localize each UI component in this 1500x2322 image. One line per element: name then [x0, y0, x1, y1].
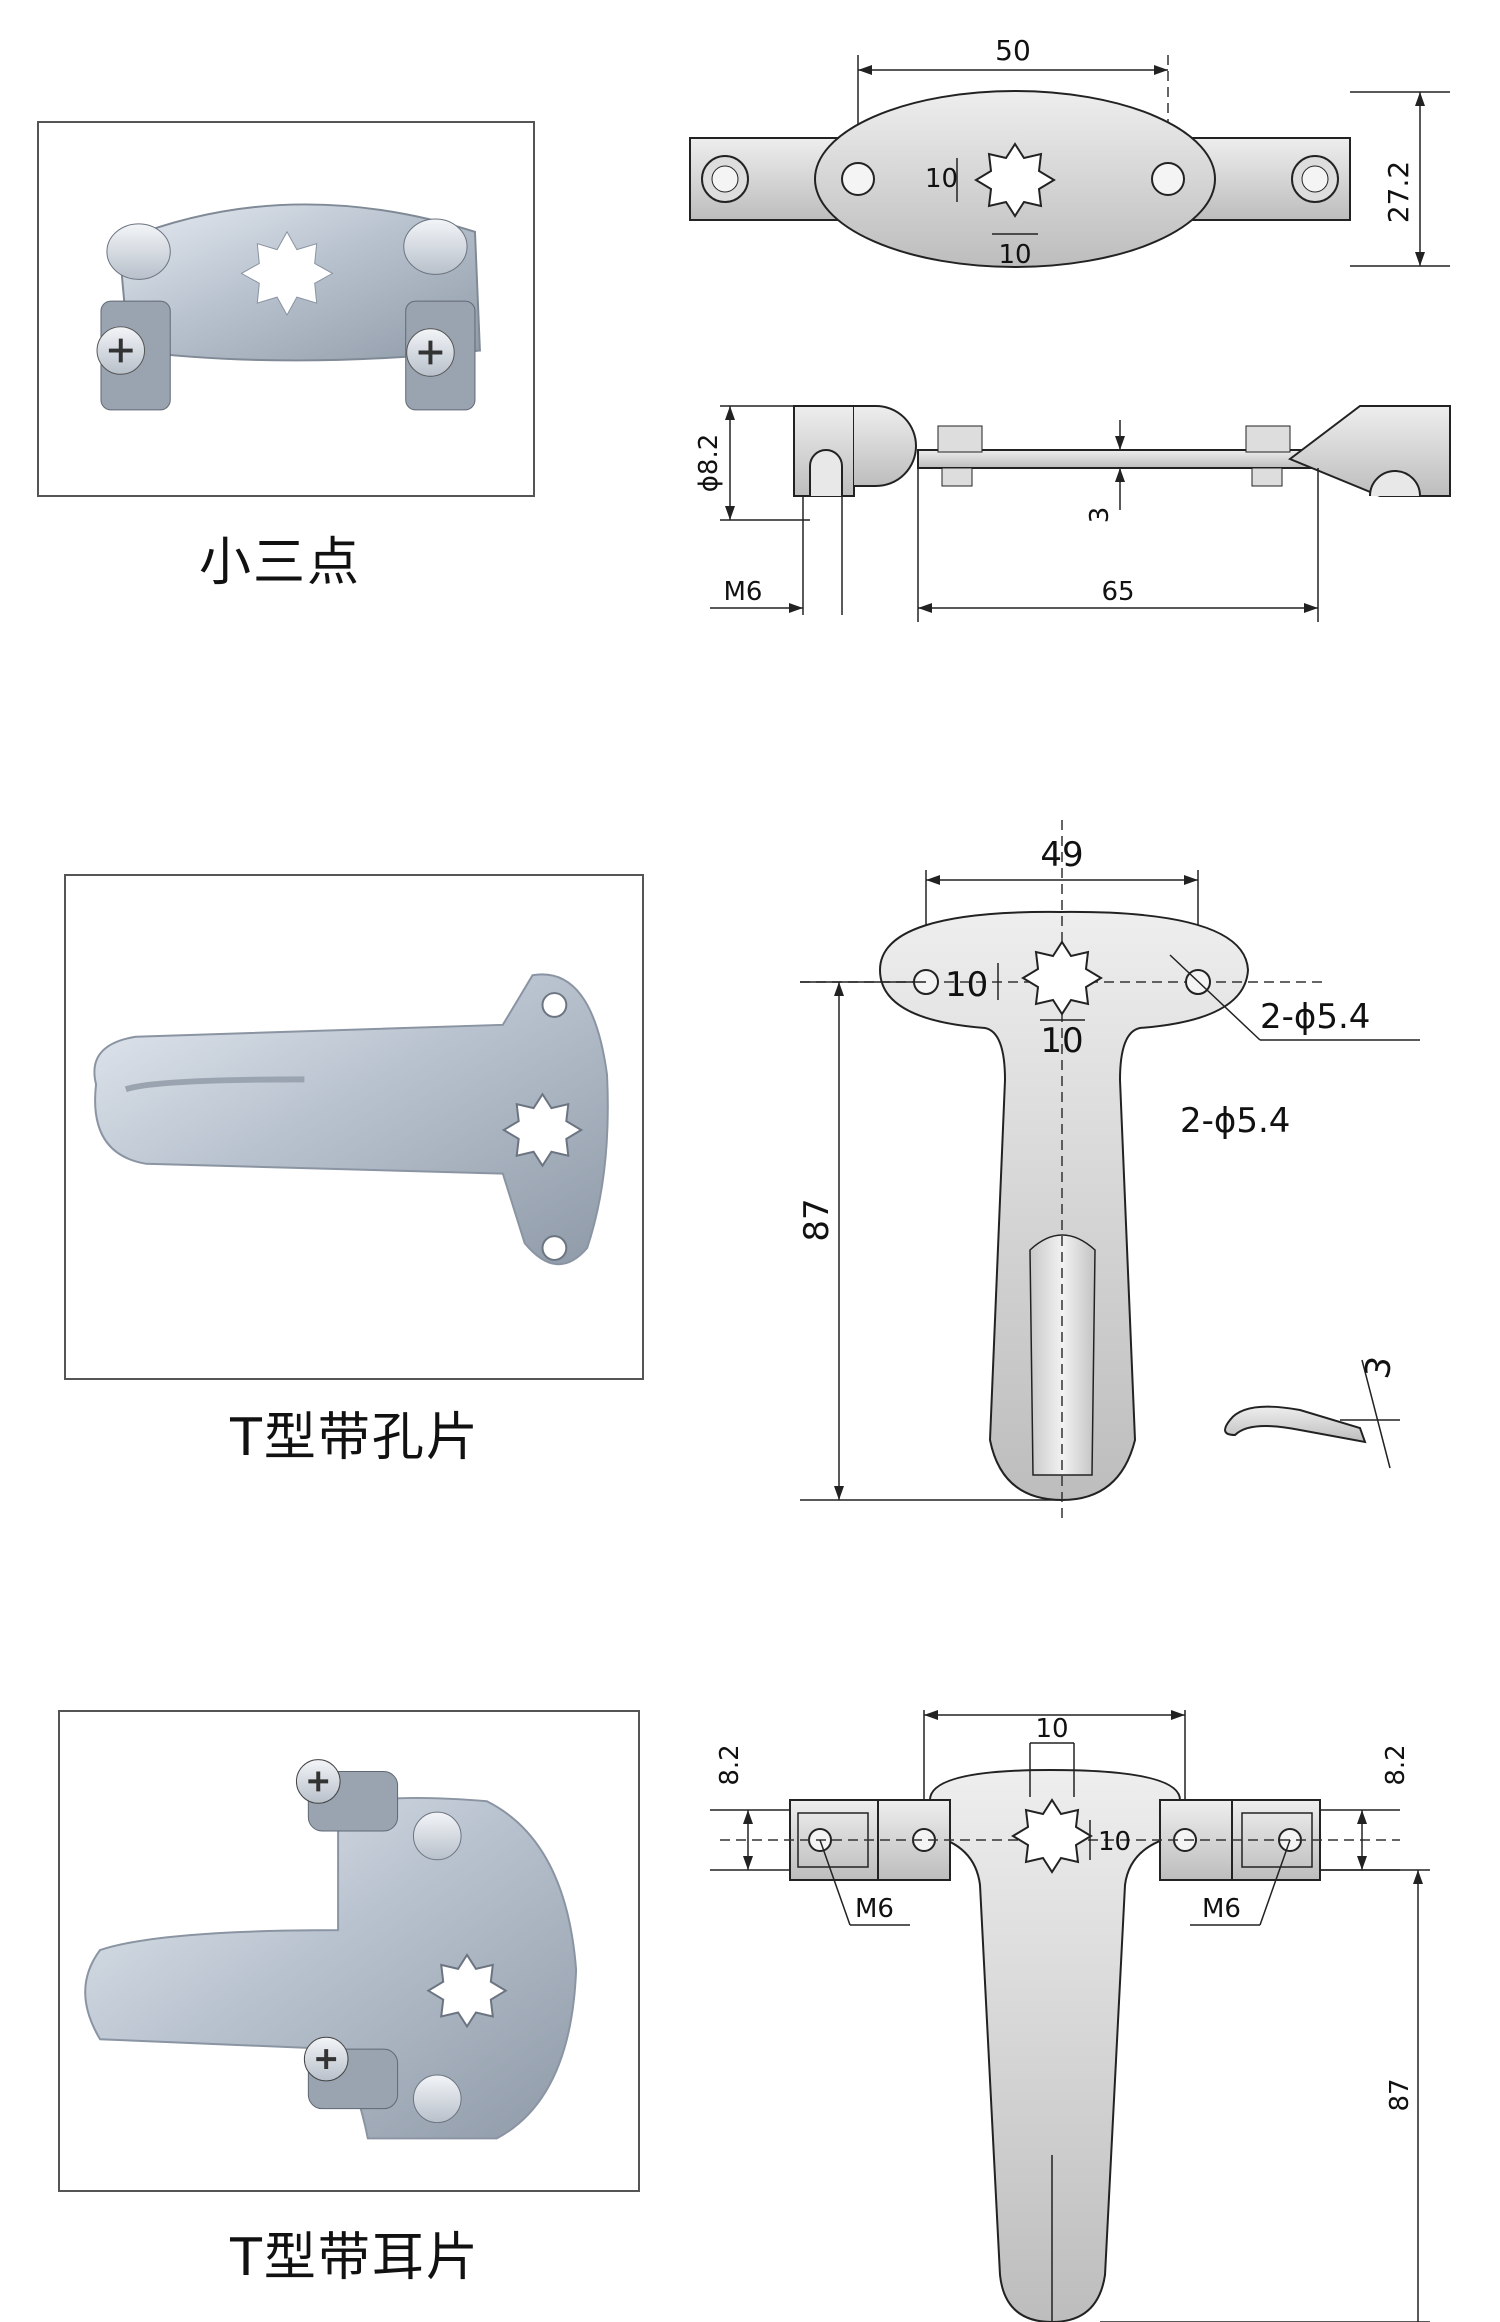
small-three-point-top-view: 50 10 10 27.2: [689, 34, 1450, 270]
svg-text:2-ϕ5.4: 2-ϕ5.4: [1180, 1101, 1290, 1141]
caption-small-three-point: 小三点: [198, 533, 361, 593]
svg-text:3: 3: [1357, 1353, 1400, 1381]
svg-text:ϕ8.2: ϕ8.2: [694, 434, 724, 493]
photo-t-plate-with-holes: [64, 874, 644, 1380]
svg-text:2-ϕ5.4: 2-ϕ5.4: [1260, 997, 1370, 1037]
svg-text:10: 10: [1098, 1827, 1131, 1857]
svg-text:M6: M6: [855, 1894, 894, 1924]
small-three-point-photo: [96, 203, 481, 411]
svg-text:27.2: 27.2: [1382, 161, 1415, 223]
t-plate-with-ears-photo: [84, 1759, 578, 2140]
t-plate-with-ears-drawing: 10 10 8.2 8.2 M6 M6 87: [710, 1710, 1430, 2322]
svg-text:87: 87: [797, 1198, 837, 1241]
photo-small-three-point: [37, 121, 535, 497]
svg-text:10: 10: [1040, 1021, 1083, 1061]
svg-text:10: 10: [1035, 1714, 1068, 1744]
photo-t-plate-with-ears: [58, 1710, 640, 2192]
svg-text:8.2: 8.2: [1381, 1744, 1411, 1785]
svg-text:3: 3: [1085, 507, 1115, 524]
t-plate-with-holes-drawing: 49 10 10 2-ϕ5.4 2-ϕ5.4 87 3: [797, 820, 1420, 1520]
caption-t-plate-with-holes: T型带孔片: [230, 1408, 480, 1468]
svg-text:M6: M6: [1202, 1894, 1241, 1924]
small-three-point-side-view: ϕ8.2 3 M6 65: [694, 405, 1451, 622]
svg-text:M6: M6: [724, 577, 763, 607]
svg-text:10: 10: [945, 965, 988, 1005]
svg-text:65: 65: [1101, 577, 1134, 607]
caption-t-plate-with-ears: T型带耳片: [230, 2228, 480, 2288]
svg-text:10: 10: [998, 240, 1031, 270]
svg-text:10: 10: [925, 164, 958, 194]
svg-text:87: 87: [1385, 2078, 1415, 2111]
svg-text:50: 50: [995, 34, 1031, 67]
t-plate-with-holes-photo: [93, 973, 609, 1266]
svg-text:8.2: 8.2: [715, 1744, 745, 1785]
